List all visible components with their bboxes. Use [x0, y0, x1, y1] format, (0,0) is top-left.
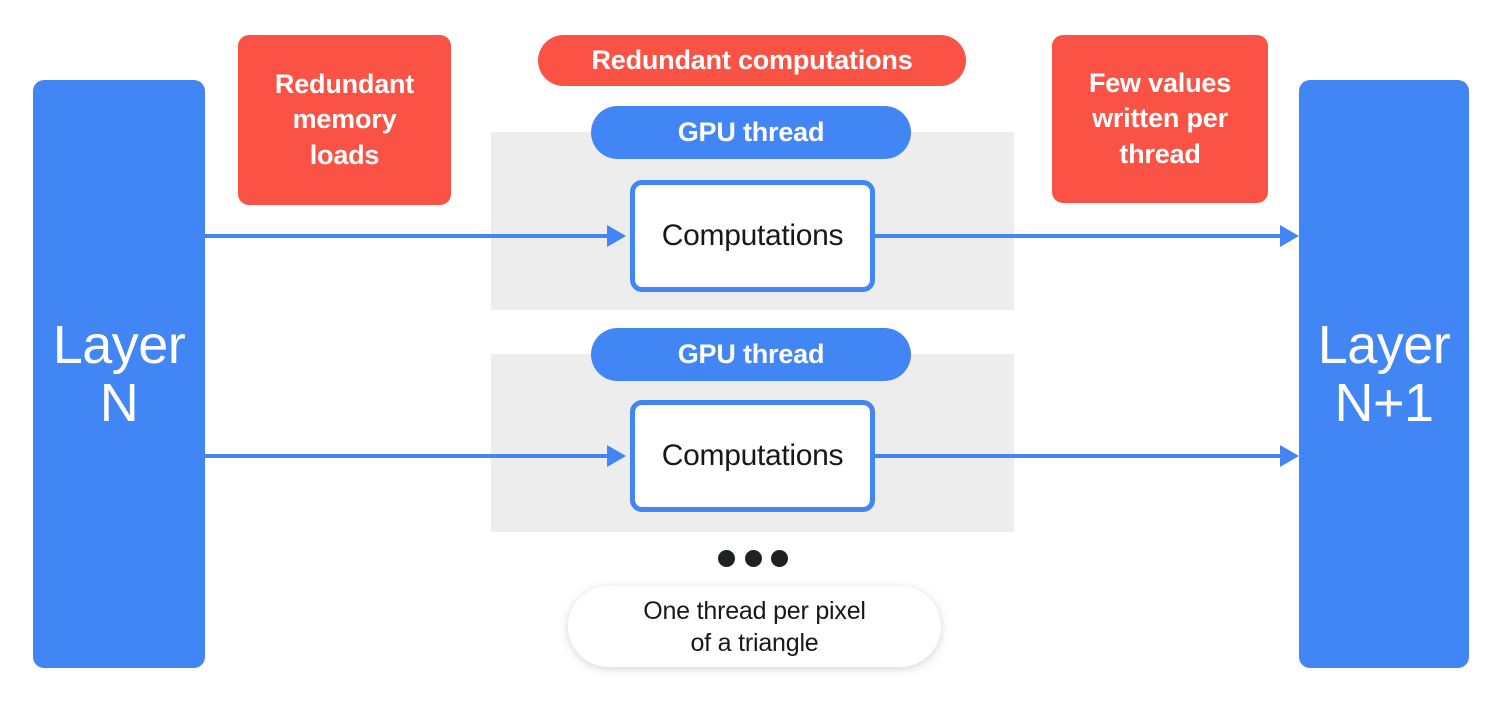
arrow-thread-2-to-output-head [1280, 445, 1299, 467]
layer-n-box: Layer N [33, 80, 205, 668]
arrow-input-to-thread-2-line [205, 454, 617, 458]
arrow-thread-1-to-output-line [875, 234, 1281, 238]
arrow-thread-2-to-output-line [875, 454, 1281, 458]
computations-box-2: Computations [630, 400, 875, 512]
gpu-thread-label-2: GPU thread [591, 328, 911, 381]
gpu-thread-label-1: GPU thread [591, 106, 911, 159]
callout-redundant-computations: Redundant computations [538, 35, 966, 86]
arrow-input-to-thread-1-line [205, 234, 617, 238]
arrow-input-to-thread-2-head [607, 445, 626, 467]
footer-note-one-thread-per-pixel: One thread per pixel of a triangle [568, 586, 941, 667]
layer-n-plus-1-box: Layer N+1 [1299, 80, 1469, 668]
callout-redundant-memory-loads: Redundant memory loads [238, 35, 451, 205]
callout-few-values-written-per-thread: Few values written per thread [1052, 35, 1268, 203]
computations-box-1: Computations [630, 180, 875, 292]
ellipsis-more-threads [718, 550, 788, 567]
ellipsis-dot [718, 550, 735, 567]
ellipsis-dot [744, 550, 762, 567]
arrow-input-to-thread-1-head [607, 225, 626, 247]
ellipsis-dot [771, 550, 788, 567]
arrow-thread-1-to-output-head [1280, 225, 1299, 247]
